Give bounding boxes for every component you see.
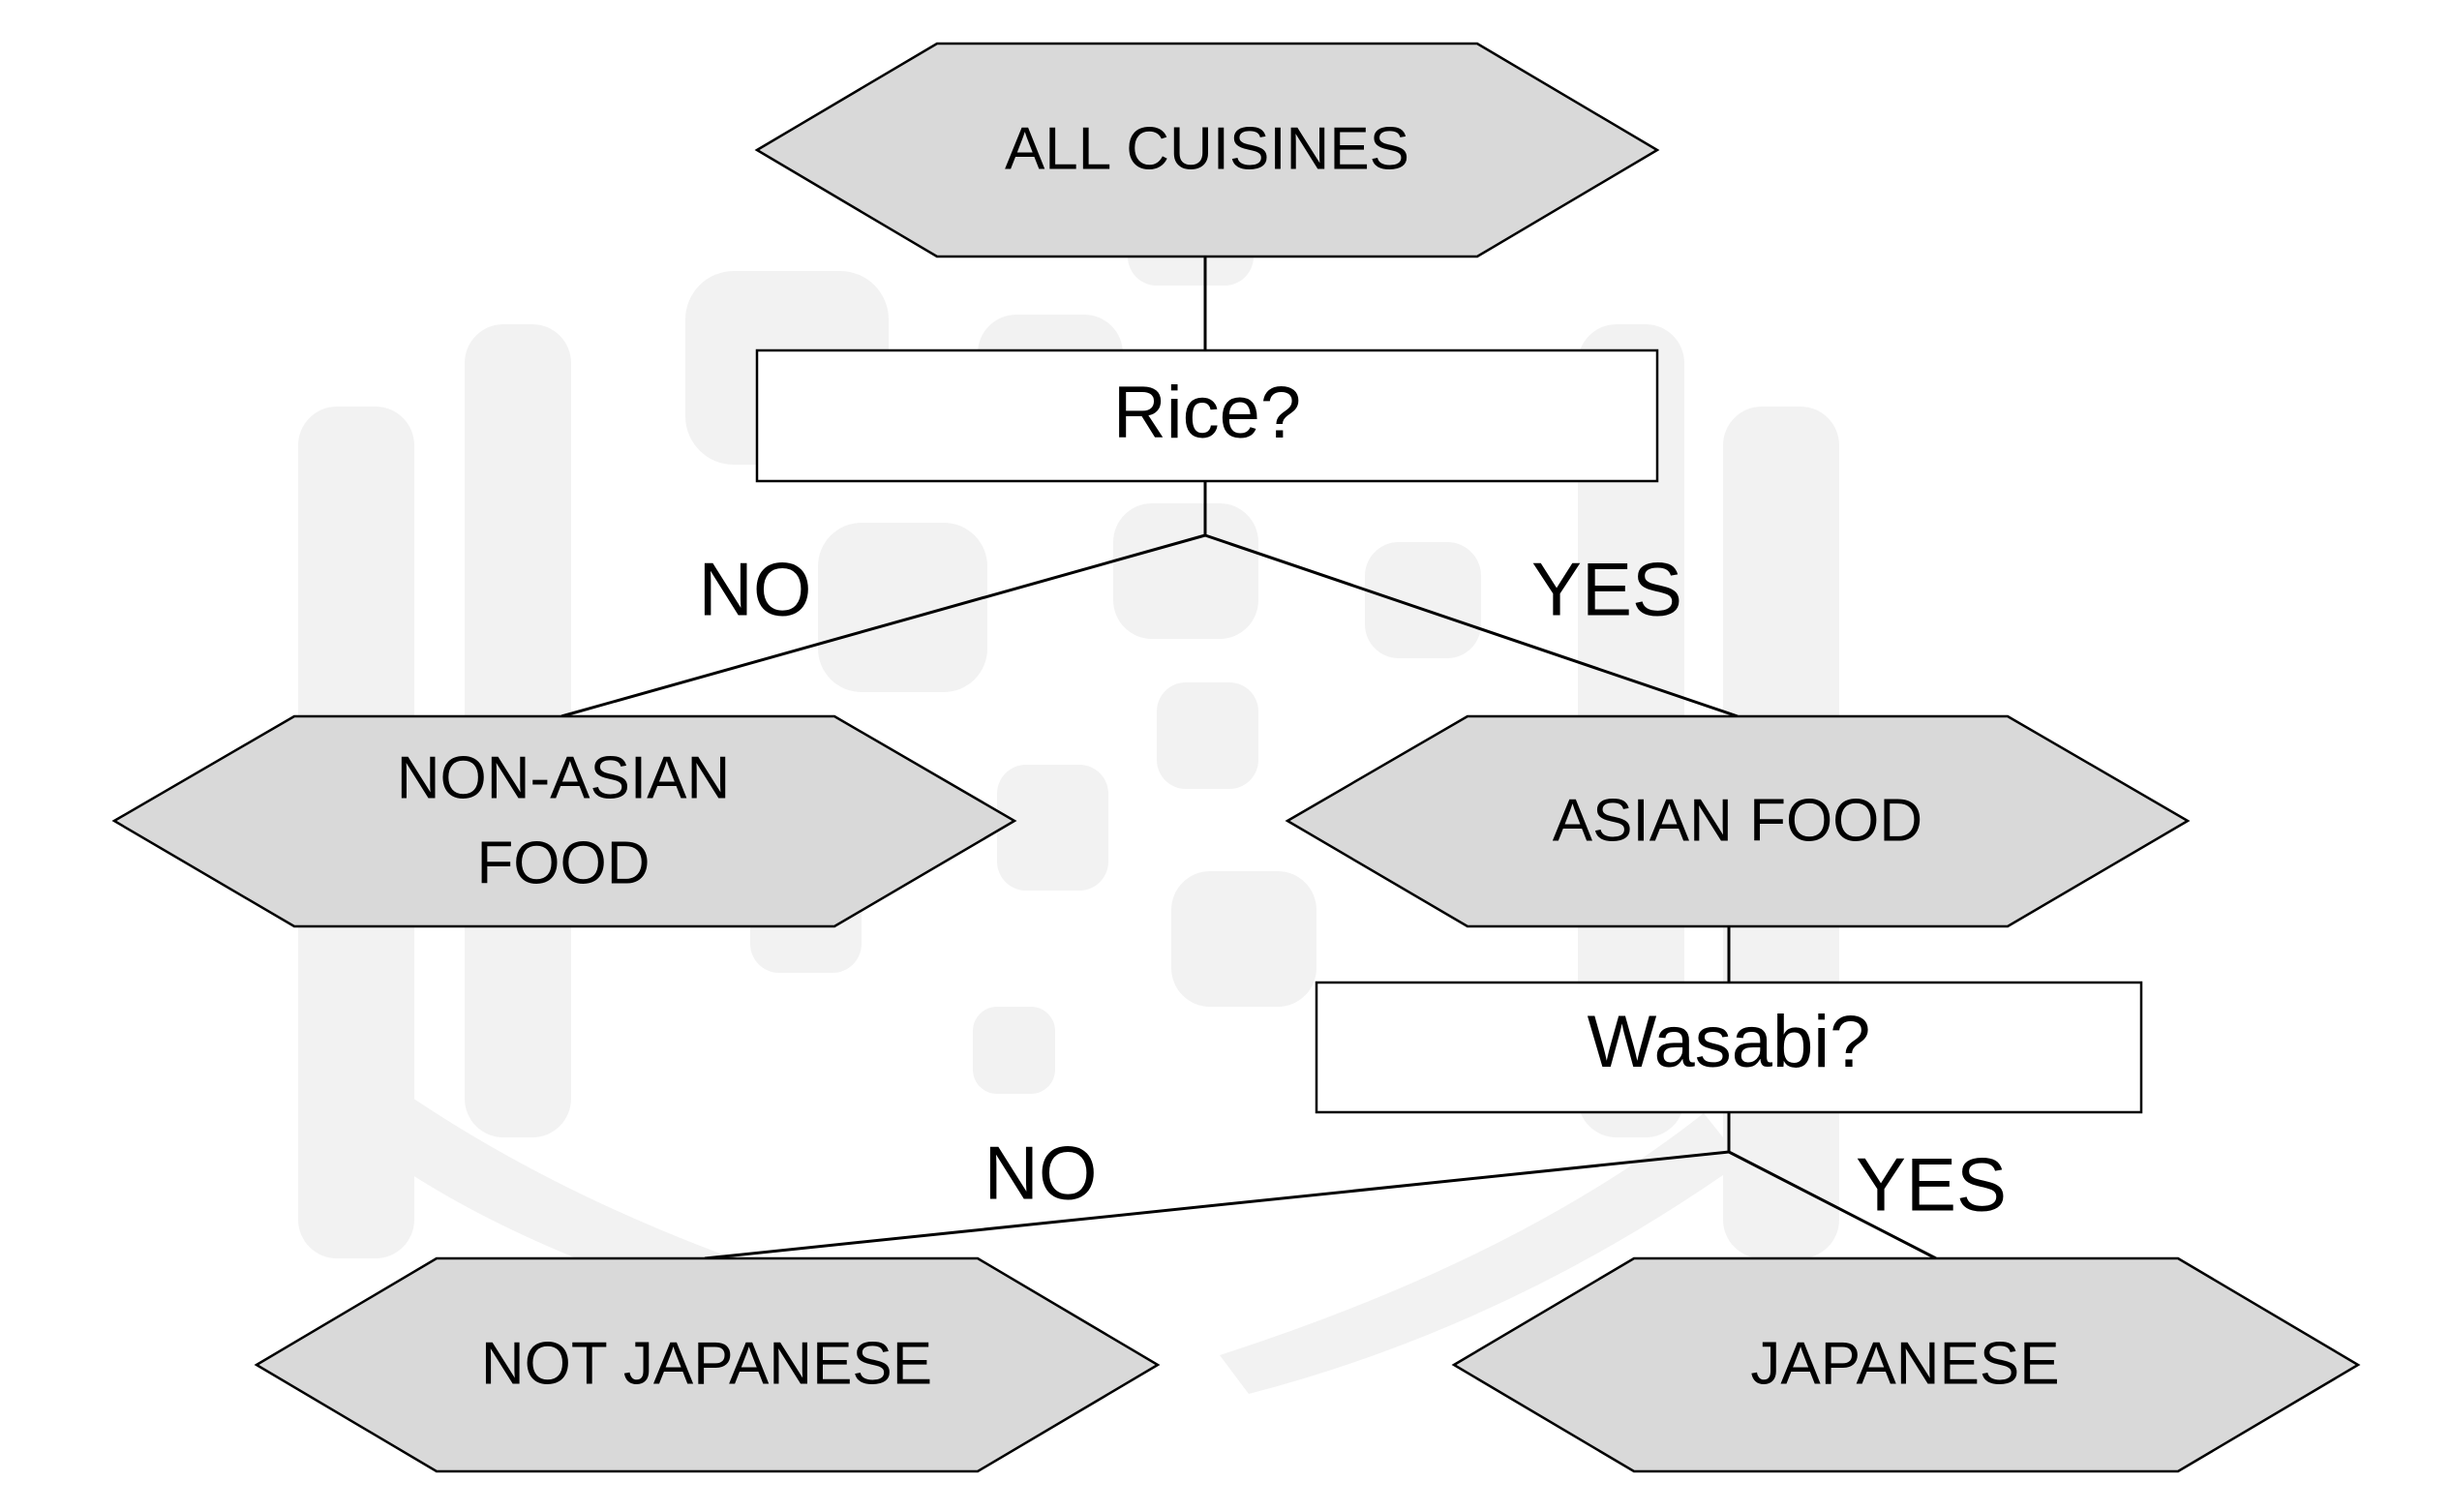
- hexagon-all-cuisines: [754, 42, 1660, 258]
- edge-rice-yes: [1204, 533, 1739, 718]
- node-all-cuisines: ALL CUISINES: [754, 42, 1660, 258]
- box-rice-question: [755, 348, 1659, 483]
- edge-wasabi-no: [704, 1150, 1730, 1260]
- edge-label-wasabi-no: NO: [984, 1131, 1098, 1216]
- node-japanese: JAPANESE: [1451, 1256, 2361, 1473]
- label-asian-food: ASIAN FOOD: [1553, 787, 1922, 854]
- label-wasabi-question: Wasabi?: [1588, 1001, 1871, 1083]
- node-asian-food: ASIAN FOOD: [1285, 714, 2191, 928]
- label-japanese: JAPANESE: [1750, 1330, 2059, 1397]
- label-not-japanese: NOT JAPANESE: [481, 1330, 932, 1397]
- hexagon-asian-food: [1285, 714, 2191, 928]
- label-rice-question: Rice?: [1113, 372, 1301, 454]
- node-wasabi-question: Wasabi?: [1315, 981, 2143, 1114]
- edge-label-rice-yes: YES: [1531, 547, 1682, 632]
- label-non-asian-food-line1: NON-ASIAN: [397, 744, 730, 811]
- edge-label-rice-no: NO: [699, 547, 812, 632]
- edge-label-wasabi-yes: YES: [1856, 1142, 2007, 1227]
- hexagon-japanese: [1451, 1256, 2361, 1473]
- hexagon-non-asian-food: [111, 714, 1017, 928]
- node-rice-question: Rice?: [755, 348, 1659, 483]
- edge-wasabi-yes: [1728, 1150, 1937, 1260]
- node-non-asian-food: NON-ASIAN FOOD: [111, 714, 1017, 928]
- edge-rice-no: [560, 533, 1206, 718]
- label-all-cuisines: ALL CUISINES: [1005, 115, 1409, 182]
- edges: [560, 257, 1937, 1260]
- label-non-asian-food-line2: FOOD: [476, 830, 650, 896]
- hexagon-not-japanese: [254, 1256, 1161, 1473]
- box-wasabi-question: [1315, 981, 2143, 1114]
- node-not-japanese: NOT JAPANESE: [254, 1256, 1161, 1473]
